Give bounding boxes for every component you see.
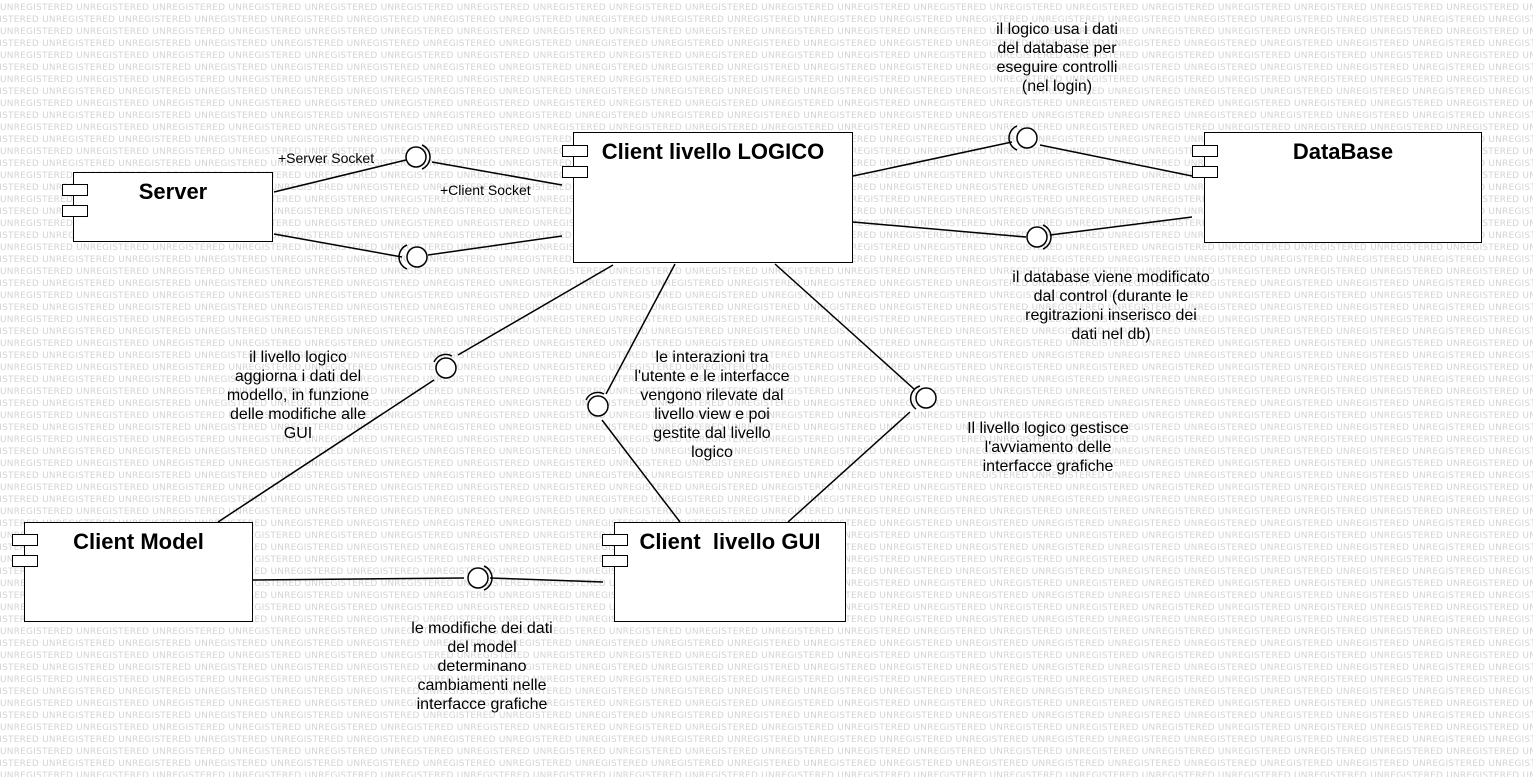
connector-server-lower-right <box>427 235 563 256</box>
connector-db-upper-left <box>852 141 1013 177</box>
port-label-client-socket: +Client Socket <box>440 182 531 198</box>
component-database-port-icon <box>1192 145 1218 157</box>
component-client-gui[interactable]: Client livello GUI <box>614 522 846 622</box>
note-db-modified: il database viene modificato dal control… <box>1012 269 1210 343</box>
interface-model-icon <box>433 353 457 379</box>
component-client-gui-title: Client livello GUI <box>639 529 821 554</box>
component-server-title: Server <box>138 179 208 204</box>
connector-server-lower-left <box>273 233 403 258</box>
component-client-model-port-icon <box>12 555 38 567</box>
component-client-logic-title: Client livello LOGICO <box>601 139 825 164</box>
interface-db-upper-icon <box>1008 125 1038 151</box>
connector-gui-start-upper <box>774 263 915 390</box>
connector-gui-start-lower <box>787 411 911 523</box>
connector-db-lower-left <box>852 221 1027 238</box>
component-server[interactable]: Server <box>73 172 273 242</box>
component-database-port-icon <box>1192 166 1218 178</box>
component-client-model-port-icon <box>12 534 38 546</box>
connector-model-upper <box>457 264 614 356</box>
component-client-logic[interactable]: Client livello LOGICO <box>573 132 853 263</box>
interface-server-socket-icon <box>405 144 431 170</box>
component-client-gui-port-icon <box>602 555 628 567</box>
component-client-model-title: Client Model <box>73 529 204 554</box>
connector-db-lower-right <box>1049 216 1193 236</box>
connector-server-socket-left <box>273 159 407 193</box>
component-server-port-icon <box>62 184 88 196</box>
component-client-logic-port-icon <box>562 145 588 157</box>
note-logic-starts-gui: Il livello logico gestisce l'avviamento … <box>967 420 1129 475</box>
interface-server-lower-icon <box>398 244 428 270</box>
component-client-model[interactable]: Client Model <box>24 522 253 622</box>
component-database-title: DataBase <box>1292 139 1394 164</box>
connector-model-gui-right <box>489 577 604 583</box>
connector-gui-int-lower <box>601 419 681 523</box>
connector-server-socket-right <box>431 161 563 186</box>
interface-gui-start-icon <box>909 385 937 410</box>
note-interactions: le interazioni tra l'utente e le interfa… <box>634 349 790 461</box>
connector-db-upper-right <box>1039 144 1193 177</box>
component-client-logic-port-icon <box>562 166 588 178</box>
connector-gui-int-upper <box>605 263 676 395</box>
connector-model-lower <box>217 379 435 523</box>
component-client-gui-port-icon <box>602 534 628 546</box>
connector-model-gui-left <box>252 577 465 581</box>
port-label-server-socket: +Server Socket <box>278 150 375 166</box>
interface-gui-interactions-icon <box>585 391 609 417</box>
note-logic-updates-model: il livello logico aggiorna i dati del mo… <box>226 349 370 442</box>
interface-model-gui-icon <box>467 565 493 591</box>
component-server-port-icon <box>62 205 88 217</box>
component-database[interactable]: DataBase <box>1204 132 1482 243</box>
note-model-changes: le modifiche dei dati del model determin… <box>411 620 553 713</box>
interface-db-lower-icon <box>1026 224 1052 250</box>
note-logic-uses-db: il logico usa i dati del database per es… <box>996 21 1118 95</box>
